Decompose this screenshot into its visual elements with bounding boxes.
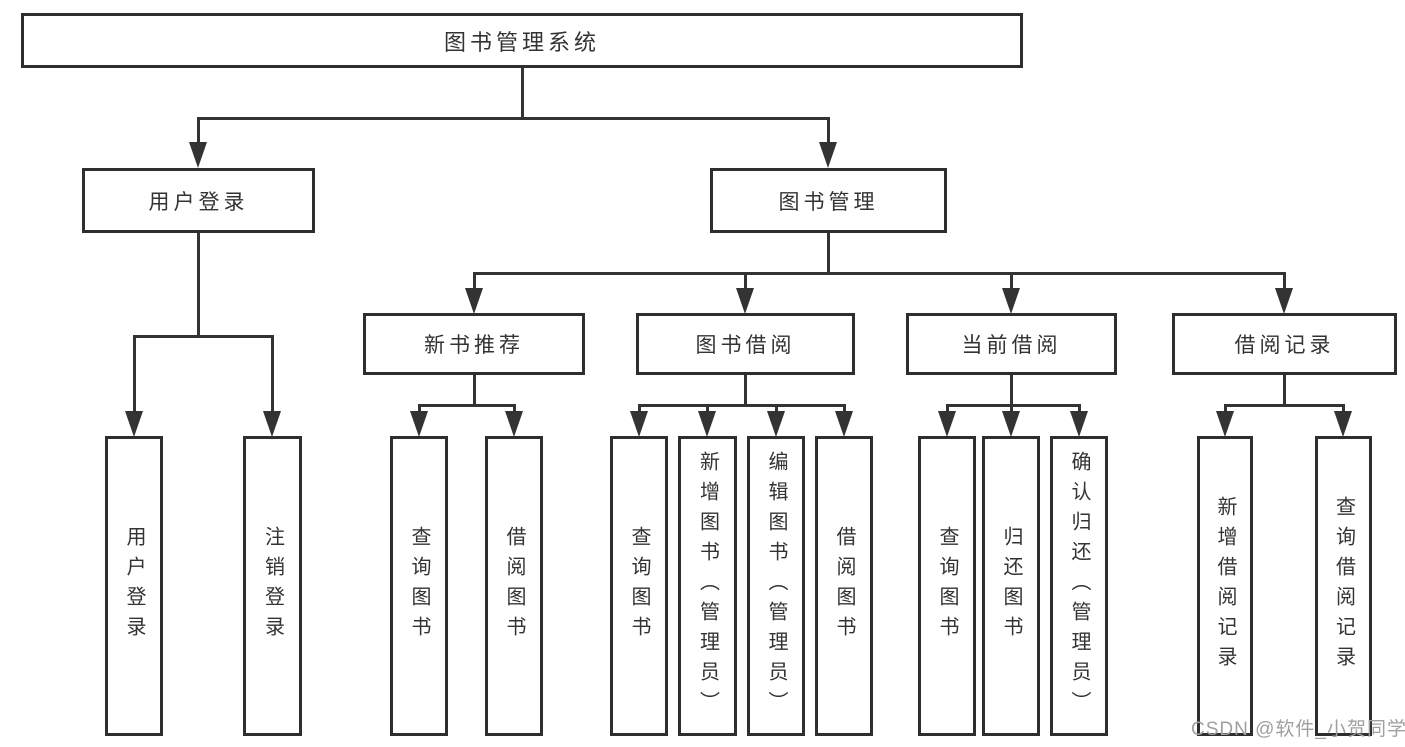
connector-line [418,405,421,414]
node-label: 新增借阅记录 [1214,496,1236,676]
node-label: 编辑图书（管理员） [765,451,787,721]
connector-line [197,118,200,146]
connector-line [1010,273,1013,292]
connector-line [744,375,747,407]
node-label: 当前借阅 [961,334,1062,357]
node-book-management: 图书管理 [710,168,947,233]
connector-line [418,404,516,407]
node-label: 图书管理 [778,190,879,214]
arrowhead-down-icon [505,411,523,437]
node-label: 归还图书 [1000,526,1022,646]
node-label: 用户登录 [123,526,145,646]
arrowhead-down-icon [736,288,754,314]
arrowhead-down-icon [835,411,853,437]
node-label: 查询图书 [628,526,650,646]
connector-line [827,118,830,146]
connector-line [473,272,1286,275]
connector-line [473,375,476,407]
connector-line [638,404,846,407]
connector-line [271,336,274,414]
node-current-query-books: 查询图书 [918,436,976,736]
connector-line [1283,273,1286,292]
arrowhead-down-icon [819,142,837,168]
node-library-management-system: 图书管理系统 [21,13,1023,68]
node-label: 图书管理系统 [443,29,600,55]
connector-line [1224,405,1227,414]
arrowhead-down-icon [189,142,207,168]
connector-line [638,405,641,414]
arrowhead-down-icon [1002,411,1020,437]
node-logout: 注销登录 [243,436,302,736]
node-label: 用户登录 [148,190,249,214]
node-borrow-books: 借阅图书 [815,436,873,736]
connector-line [775,405,778,414]
node-newbook-query-books: 查询图书 [390,436,448,736]
connector-line [1342,405,1345,414]
connector-line [133,336,136,414]
node-confirm-return-admin: 确认归还（管理员） [1050,436,1108,736]
arrowhead-down-icon [1216,411,1234,437]
node-new-book-recommend: 新书推荐 [363,313,585,375]
connector-line [827,233,830,275]
arrowhead-down-icon [263,411,281,437]
connector-line [946,404,1081,407]
arrowhead-down-icon [1002,288,1020,314]
node-edit-books-admin: 编辑图书（管理员） [747,436,805,736]
node-label: 新书推荐 [424,334,524,357]
connector-line [197,117,830,120]
arrowhead-down-icon [465,288,483,314]
csdn-watermark: CSDN @软件_小贺同学 [1191,719,1405,740]
connector-line [1224,404,1345,407]
node-label: 查询借阅记录 [1332,496,1355,676]
node-borrow-records: 借阅记录 [1172,313,1397,375]
node-label: 确认归还（管理员） [1068,451,1090,721]
node-return-books: 归还图书 [982,436,1040,736]
arrowhead-down-icon [938,411,956,437]
node-label: 图书借阅 [695,334,796,357]
connector-line [843,405,846,414]
node-user-login: 用户登录 [82,168,315,233]
arrowhead-down-icon [1275,288,1293,314]
node-label: 借阅图书 [833,526,855,646]
node-borrowing-query-books: 查询图书 [610,436,668,736]
node-user-login-action: 用户登录 [105,436,163,736]
arrowhead-down-icon [410,411,428,437]
connector-line [133,335,274,338]
node-label: 新增图书（管理员） [696,451,719,721]
node-add-books-admin: 新增图书（管理员） [678,436,737,736]
connector-line [1010,375,1013,407]
connector-line [706,405,709,414]
node-label: 借阅图书 [503,526,525,646]
connector-line [197,233,200,338]
connector-line [1078,405,1081,414]
connector-line [946,405,949,414]
node-current-borrowing: 当前借阅 [906,313,1117,375]
connector-line [744,273,747,292]
node-newbook-borrow-books: 借阅图书 [485,436,543,736]
connector-line [1283,375,1286,407]
arrowhead-down-icon [1070,411,1088,437]
connector-line [513,405,516,414]
node-label: 查询图书 [936,526,958,646]
node-book-borrowing: 图书借阅 [636,313,855,375]
connector-line [473,273,476,292]
connector-line [1010,405,1013,414]
node-label: 查询图书 [408,526,430,646]
node-query-borrow-record: 查询借阅记录 [1315,436,1372,736]
node-label: 注销登录 [261,526,284,646]
arrowhead-down-icon [1334,411,1352,437]
arrowhead-down-icon [698,411,716,437]
arrowhead-down-icon [767,411,785,437]
arrowhead-down-icon [630,411,648,437]
connector-line [521,68,524,120]
arrowhead-down-icon [125,411,143,437]
node-label: 借阅记录 [1234,334,1335,357]
node-add-borrow-record: 新增借阅记录 [1197,436,1253,736]
